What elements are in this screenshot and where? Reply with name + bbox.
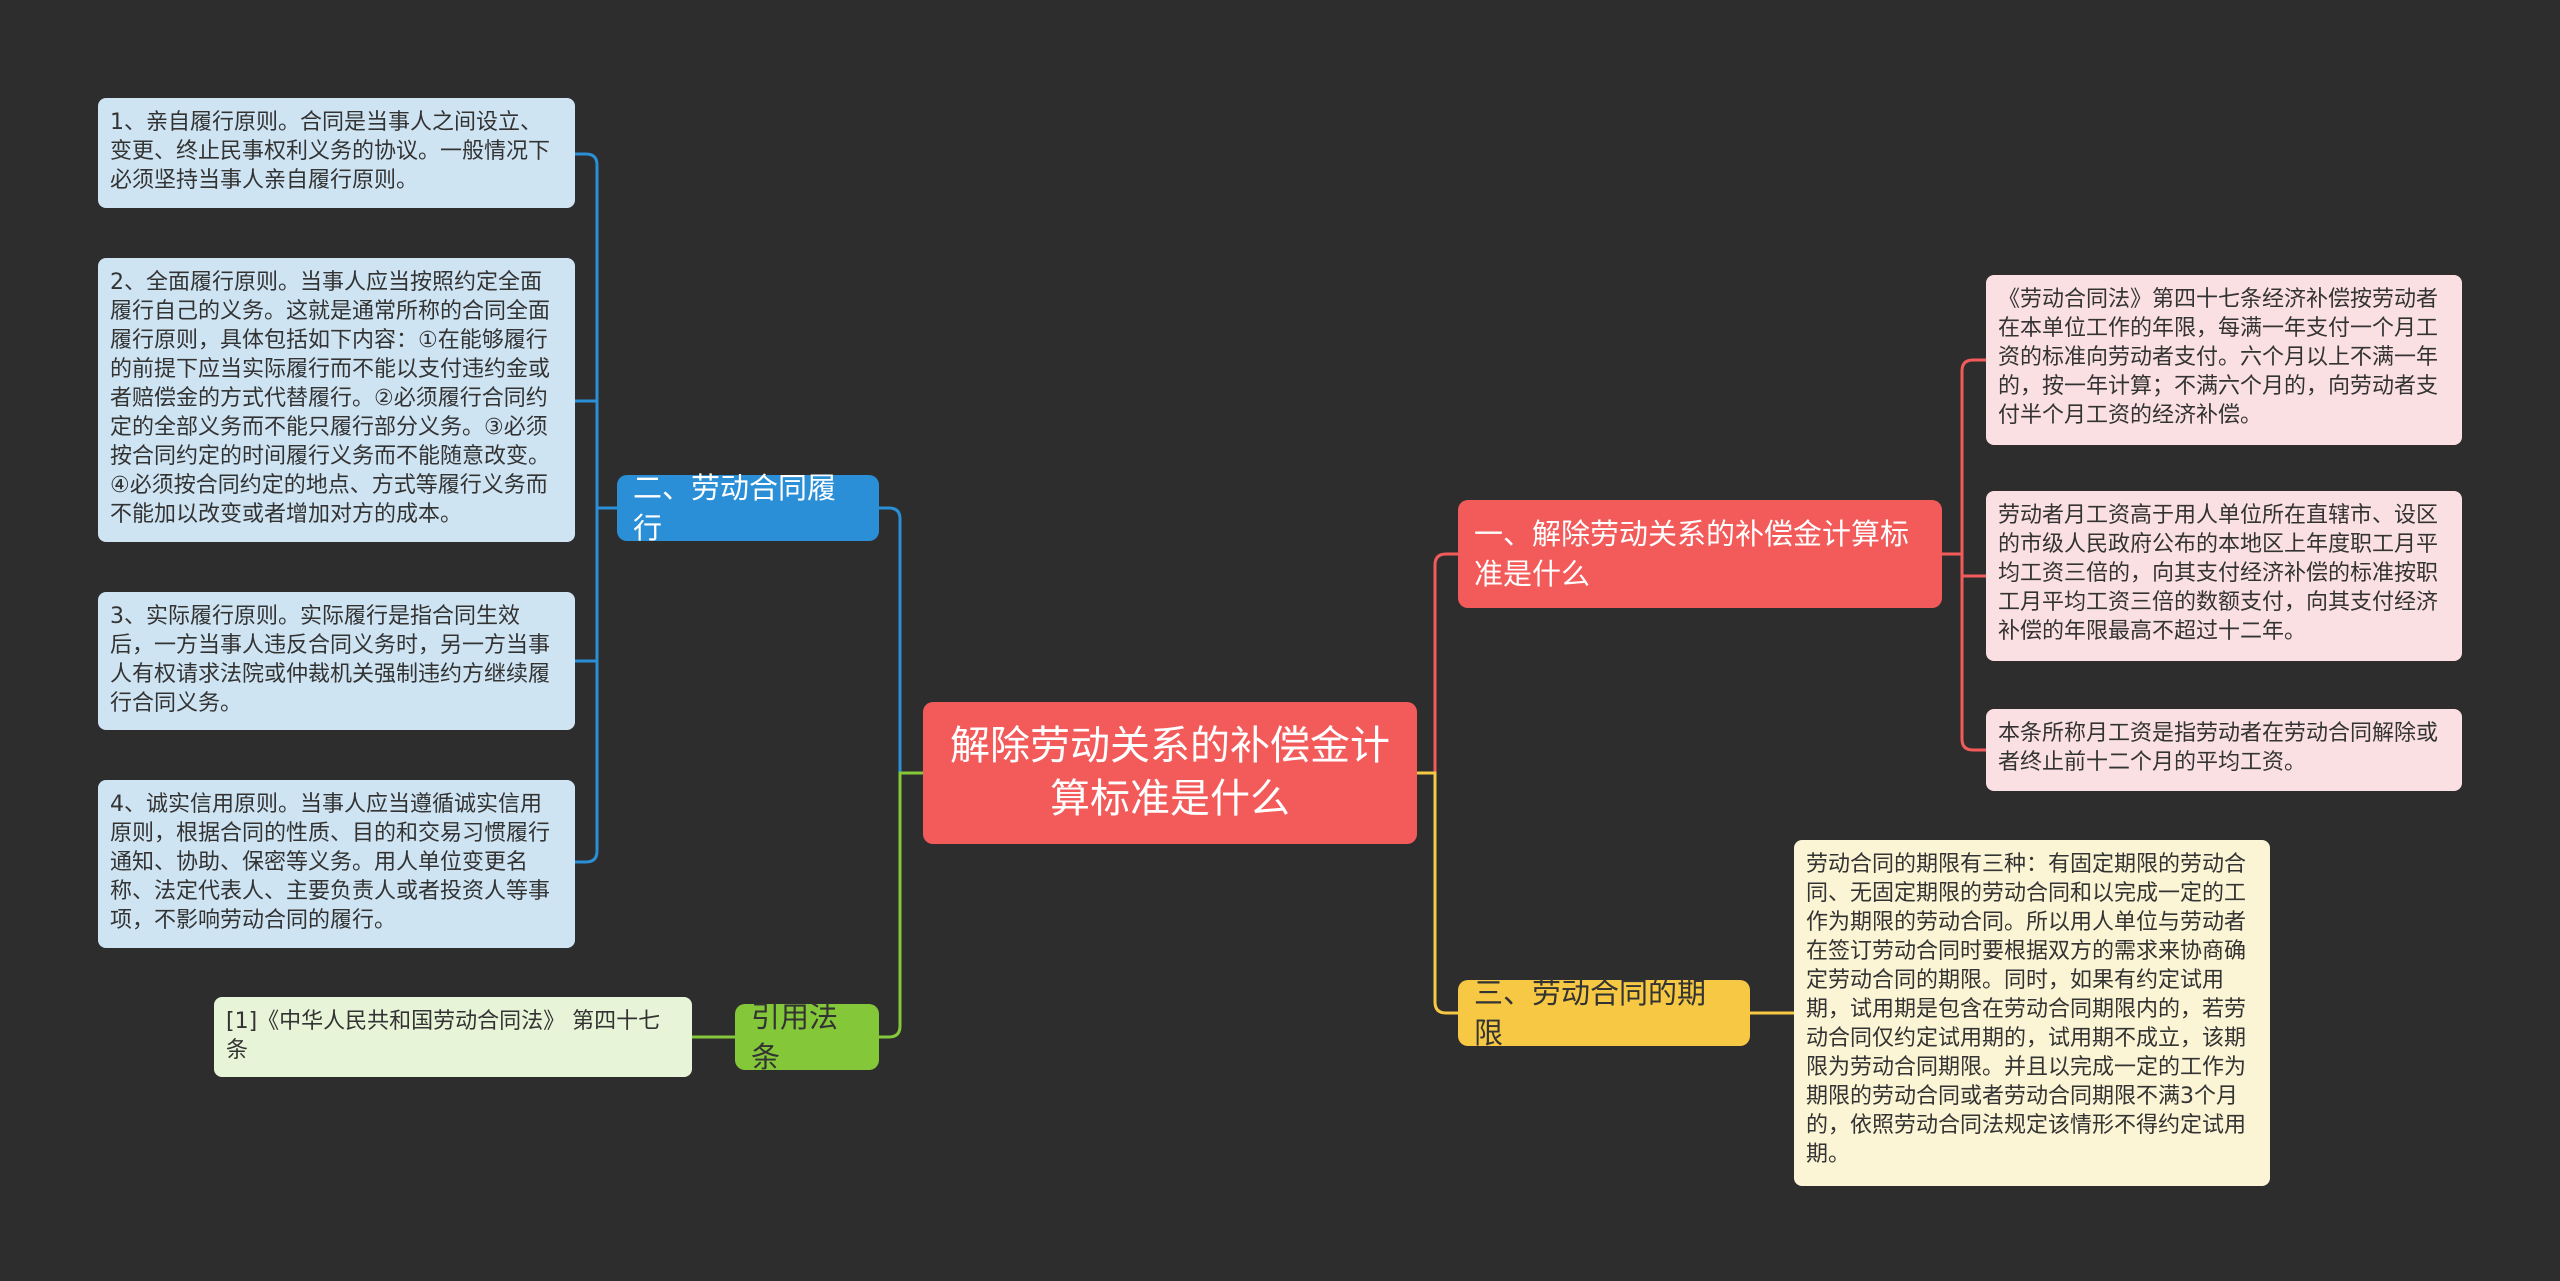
leaf-term-1[interactable]: 劳动合同的期限有三种：有固定期限的劳动合同、无固定期限的劳动合同和以完成一定的工…	[1794, 840, 2270, 1186]
root-topic[interactable]: 解除劳动关系的补偿金计算标准是什么	[923, 702, 1417, 844]
branch-citation-label: 引用法条	[751, 1000, 839, 1074]
branch-term-label: 三、劳动合同的期限	[1474, 976, 1707, 1050]
leaf-performance-3[interactable]: 3、实际履行原则。实际履行是指合同生效后，一方当事人违反合同义务时，另一方当事人…	[98, 592, 575, 730]
leaf-compensation-2-text: 劳动者月工资高于用人单位所在直辖市、设区的市级人民政府公布的本地区上年度职工月平…	[1998, 503, 2439, 644]
leaf-performance-1[interactable]: 1、亲自履行原则。合同是当事人之间设立、变更、终止民事权利义务的协议。一般情况下…	[98, 98, 575, 208]
leaf-citation-1[interactable]: [1]《中华人民共和国劳动合同法》 第四十七条	[214, 997, 692, 1077]
leaf-performance-2[interactable]: 2、全面履行原则。当事人应当按照约定全面履行自己的义务。这就是通常所称的合同全面…	[98, 258, 575, 542]
branch-compensation-label: 一、解除劳动关系的补偿金计算标准是什么	[1474, 517, 1910, 591]
leaf-performance-2-text: 2、全面履行原则。当事人应当按照约定全面履行自己的义务。这就是通常所称的合同全面…	[110, 270, 551, 527]
leaf-performance-4-text: 4、诚实信用原则。当事人应当遵循诚实信用原则，根据合同的性质、目的和交易习惯履行…	[110, 792, 551, 933]
leaf-term-1-text: 劳动合同的期限有三种：有固定期限的劳动合同、无固定期限的劳动合同和以完成一定的工…	[1806, 852, 2247, 1167]
leaf-compensation-1-text: 《劳动合同法》第四十七条经济补偿按劳动者在本单位工作的年限，每满一年支付一个月工…	[1998, 287, 2439, 428]
leaf-compensation-3-text: 本条所称月工资是指劳动者在劳动合同解除或者终止前十二个月的平均工资。	[1998, 721, 2439, 775]
leaf-citation-1-text: [1]《中华人民共和国劳动合同法》 第四十七条	[226, 1009, 661, 1063]
branch-compensation[interactable]: 一、解除劳动关系的补偿金计算标准是什么	[1458, 500, 1942, 608]
leaf-compensation-2[interactable]: 劳动者月工资高于用人单位所在直辖市、设区的市级人民政府公布的本地区上年度职工月平…	[1986, 491, 2462, 661]
leaf-performance-1-text: 1、亲自履行原则。合同是当事人之间设立、变更、终止民事权利义务的协议。一般情况下…	[110, 110, 551, 193]
branch-term[interactable]: 三、劳动合同的期限	[1458, 976, 1750, 1050]
branch-performance-label: 二、劳动合同履行	[633, 471, 837, 545]
root-topic-label: 解除劳动关系的补偿金计算标准是什么	[950, 723, 1390, 822]
branch-performance[interactable]: 二、劳动合同履行	[617, 471, 879, 545]
leaf-compensation-3[interactable]: 本条所称月工资是指劳动者在劳动合同解除或者终止前十二个月的平均工资。	[1986, 709, 2462, 791]
leaf-performance-4[interactable]: 4、诚实信用原则。当事人应当遵循诚实信用原则，根据合同的性质、目的和交易习惯履行…	[98, 780, 575, 948]
leaf-compensation-1[interactable]: 《劳动合同法》第四十七条经济补偿按劳动者在本单位工作的年限，每满一年支付一个月工…	[1986, 275, 2462, 445]
branch-citation[interactable]: 引用法条	[735, 1000, 879, 1074]
leaf-performance-3-text: 3、实际履行原则。实际履行是指合同生效后，一方当事人违反合同义务时，另一方当事人…	[110, 604, 551, 716]
